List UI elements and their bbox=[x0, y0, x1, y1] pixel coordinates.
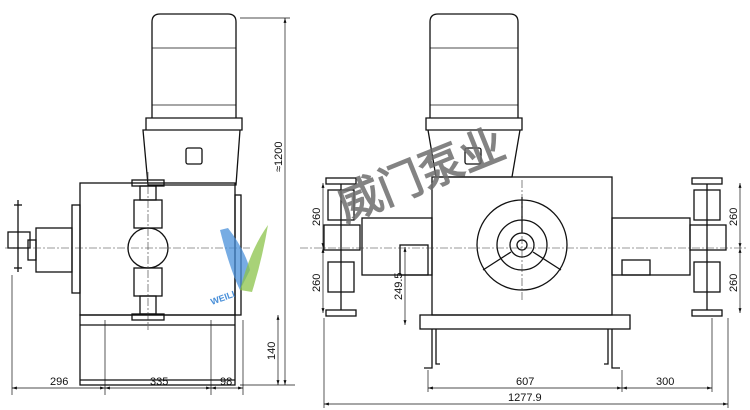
dim-right-head-lower: 260 bbox=[728, 274, 740, 292]
dim-base-height: 140 bbox=[266, 342, 278, 360]
dim-left-extent: 296 bbox=[50, 376, 68, 388]
svg-text:WEILI: WEILI bbox=[209, 289, 236, 307]
dim-axis-height: 249.5 bbox=[393, 272, 405, 300]
watermark-logo: WEILI bbox=[209, 225, 268, 307]
handwheel-icon bbox=[7, 200, 31, 272]
motor bbox=[151, 13, 237, 118]
dim-body-width: 335 bbox=[150, 376, 168, 388]
side-view: ≈1200 140 296 335 98 bbox=[5, 13, 295, 395]
dim-right-head-upper: 260 bbox=[728, 208, 740, 226]
dim-right-offset: 300 bbox=[656, 376, 674, 388]
watermark-text: 威门泵业 bbox=[330, 119, 512, 232]
dim-head-upper: 260 bbox=[311, 208, 323, 226]
base bbox=[79, 314, 236, 386]
right-pump-head bbox=[689, 177, 727, 317]
dim-right-extent: 98 bbox=[220, 376, 232, 388]
dim-base-width: 607 bbox=[516, 376, 534, 388]
pump-body bbox=[79, 182, 236, 316]
front-view: 260 260 260 260 249.5 607 300 1277.9 bbox=[300, 13, 748, 408]
dim-height-total: ≈1200 bbox=[273, 141, 285, 172]
dim-total-width: 1277.9 bbox=[508, 392, 542, 404]
dim-head-lower: 260 bbox=[311, 274, 323, 292]
gearbox bbox=[142, 117, 243, 186]
left-pump-head bbox=[323, 177, 361, 317]
